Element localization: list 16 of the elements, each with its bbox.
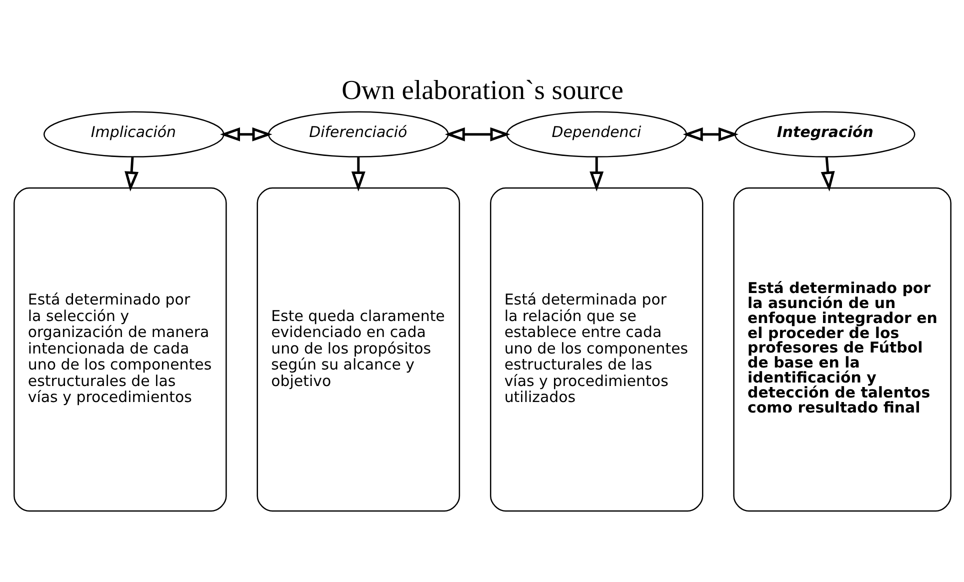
node-box: Está determinado por la selección y organización de manera intencionada de cada uno de los componentes estructurales de las vías y procedimientos [13, 186, 226, 512]
node-box: Está determinado por la asunción de un enfoque integrador en el proceder de los profesores de Fútbol de base en la identificación y detección de talentos como resultado final [732, 186, 951, 512]
arrow [350, 156, 365, 191]
node-box: Está determinada por la relación que se establece entre cada uno de los componentes estructurales de las vías y procedimientos utilizados [489, 186, 703, 512]
arrow [444, 126, 510, 141]
node-box: Este queda claramente evidenciado en cada uno de los propósitos según su alcance y objetivo [256, 186, 460, 512]
node-ellipse: Implicación [42, 110, 224, 157]
arrow [124, 156, 138, 191]
node-ellipse: Diferenciació [267, 110, 448, 157]
arrow [589, 156, 604, 191]
node-ellipse: Integración [734, 110, 915, 157]
diagram-title: Own elaboration`s source [341, 74, 623, 104]
arrow [820, 156, 834, 191]
arrow [220, 126, 272, 141]
node-ellipse: Dependenci [506, 110, 687, 157]
arrow [682, 126, 738, 141]
